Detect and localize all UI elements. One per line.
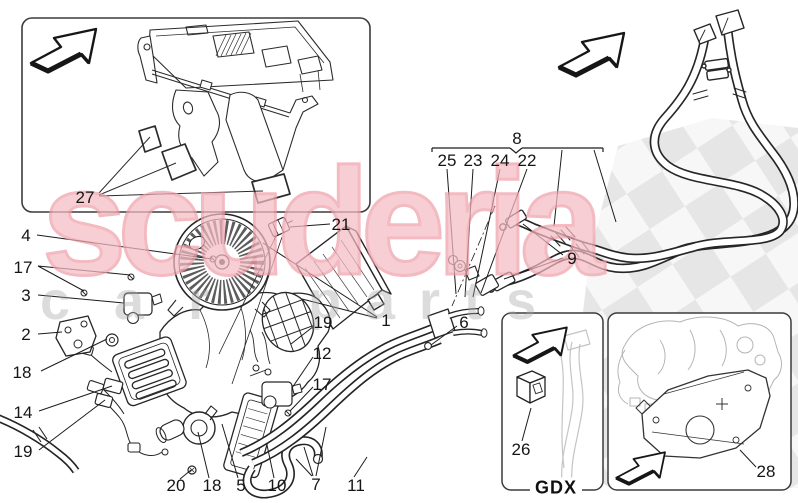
leader-lines xyxy=(36,147,617,480)
connector-26-drawing xyxy=(516,370,546,404)
gdx-inset-box xyxy=(501,312,604,491)
heater-unit-drawing xyxy=(0,213,500,499)
direction-arrow-icon xyxy=(559,33,624,75)
gdx-code-label: GDX xyxy=(529,477,583,499)
dashboard-inset-box xyxy=(21,17,371,213)
bracket-inset-box xyxy=(607,312,792,491)
ac-pipes-drawing xyxy=(487,9,798,293)
